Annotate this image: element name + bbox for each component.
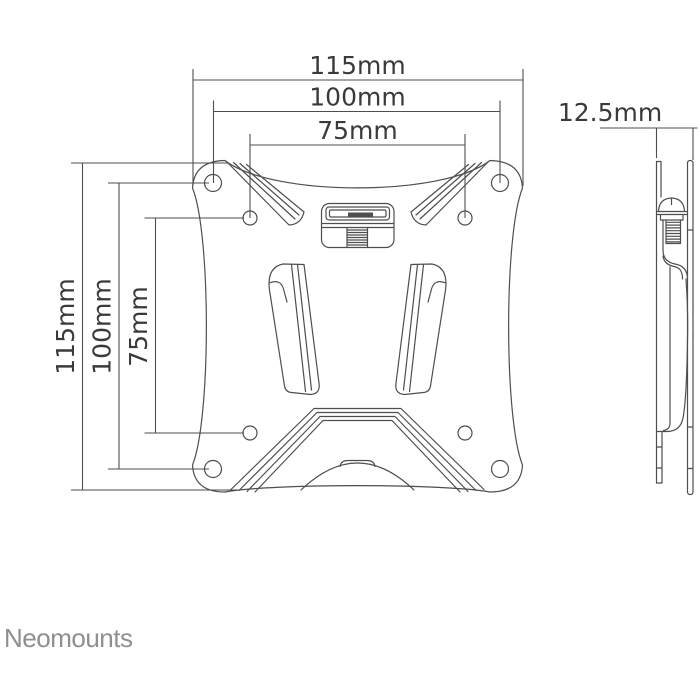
dim-horizontal-115: 115mm xyxy=(192,51,524,186)
dim-vertical-115: 115mm xyxy=(51,162,238,491)
dimension-label: 100mm xyxy=(309,83,405,112)
dim-thickness: 12.5mm xyxy=(558,98,698,160)
dimension-lines xyxy=(108,182,209,470)
bottom-dome xyxy=(300,462,415,491)
side-view xyxy=(655,159,694,496)
side-screw xyxy=(655,197,688,245)
mounting-hole xyxy=(490,459,510,479)
screw-slot xyxy=(348,212,373,217)
dim-vertical-75: 75mm xyxy=(124,217,244,434)
screw-block-body xyxy=(320,202,395,249)
release-slot-right xyxy=(395,263,447,396)
screw-threads xyxy=(346,226,369,248)
release-slot-inner-lines xyxy=(402,263,425,393)
bottom-tab xyxy=(339,459,376,468)
dimension-label: 115mm xyxy=(51,278,80,374)
release-slot-outline xyxy=(268,263,320,396)
dimension-lines xyxy=(600,127,698,160)
release-slot-outline xyxy=(395,263,447,396)
mounting-hole xyxy=(242,425,258,441)
dimension-lines xyxy=(249,134,466,218)
screw-head xyxy=(655,197,688,221)
screw-block-lines xyxy=(321,222,395,229)
dim-horizontal-75: 75mm xyxy=(249,116,466,218)
screw-block-bar xyxy=(325,206,391,221)
mounting-hole xyxy=(457,425,473,441)
dimension-lines xyxy=(192,69,524,186)
dimension-lines xyxy=(212,100,501,183)
dim-horizontal-100: 100mm xyxy=(212,83,501,183)
dimension-label: 75mm xyxy=(124,286,153,367)
wall-plate-joints xyxy=(686,229,694,470)
brand-logo: Neomounts xyxy=(4,623,133,653)
wall-plate-bar xyxy=(686,159,694,496)
dim-vertical-100: 100mm xyxy=(88,182,209,470)
chevron-ribs xyxy=(230,407,485,493)
release-slot-hook xyxy=(427,281,447,303)
diagonal-slot-right xyxy=(410,161,489,226)
release-slot-hook xyxy=(268,281,288,303)
dimensions: 115mm 100mm 75mm 115mm 100mm 75mm 12.5mm xyxy=(51,51,698,491)
diagonal-slot-left xyxy=(226,161,305,226)
dimension-label: 75mm xyxy=(317,116,398,145)
front-view xyxy=(191,159,524,493)
side-bracket-profile xyxy=(655,160,689,484)
dimension-label: 100mm xyxy=(88,278,117,374)
dimension-lines xyxy=(71,162,238,491)
bracket-outline xyxy=(191,159,524,493)
release-slot-inner-lines xyxy=(290,263,313,393)
dimension-label: 12.5mm xyxy=(558,98,662,127)
release-slot-left xyxy=(268,263,320,396)
dimension-label: 115mm xyxy=(309,51,405,80)
dimension-lines xyxy=(144,217,244,434)
locking-screw-block xyxy=(320,202,395,249)
screw-shaft-threads xyxy=(665,219,682,245)
